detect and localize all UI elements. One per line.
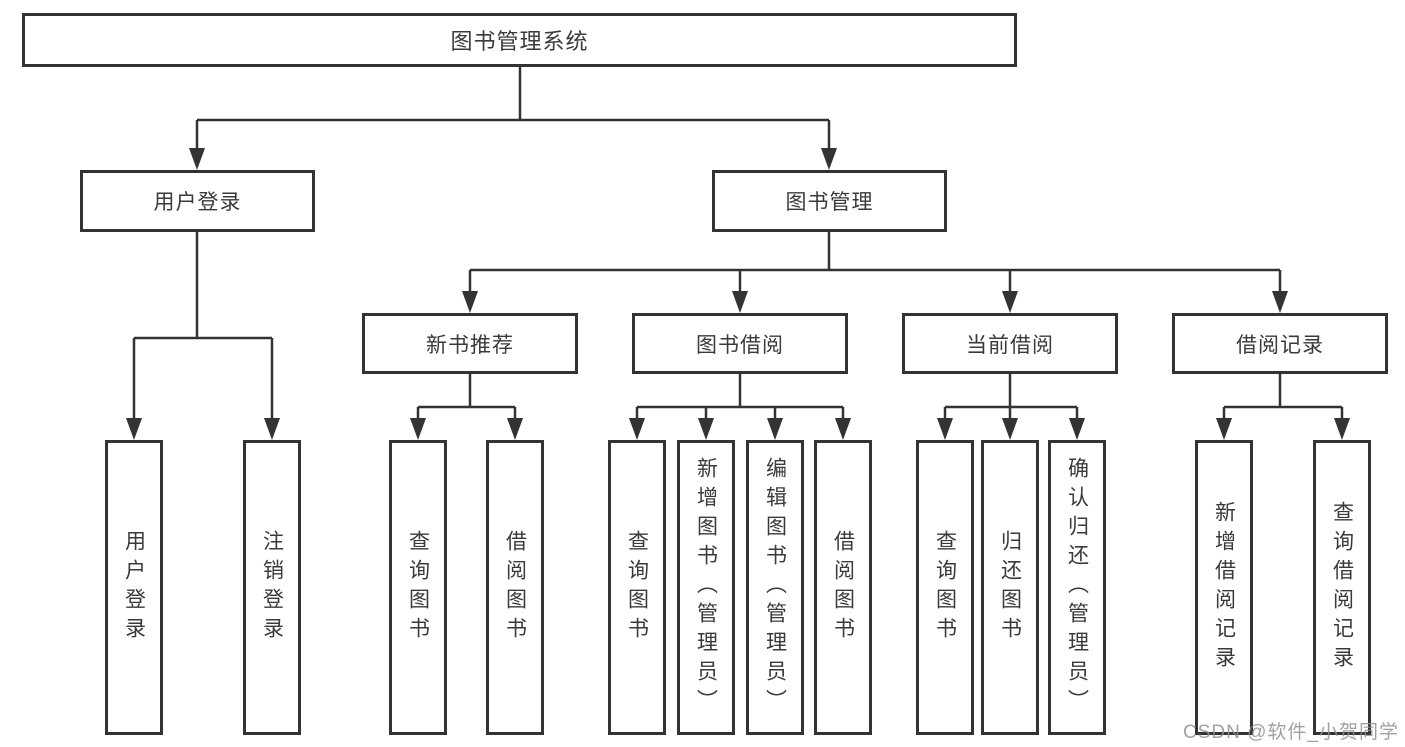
node-leaf-add-record-label: 新增借阅记录: [1212, 500, 1236, 675]
node-new-book-rec: 新书推荐: [362, 313, 578, 374]
node-leaf-query-book-1-label: 查询图书: [406, 529, 430, 646]
node-new-book-rec-label: 新书推荐: [426, 333, 514, 357]
node-leaf-logout: 注销登录: [243, 440, 301, 735]
csdn-watermark: CSDN @软件_小贺同学: [1183, 722, 1399, 743]
connector-root: [195, 67, 831, 150]
node-leaf-query-record: 查询借阅记录: [1313, 440, 1371, 735]
node-leaf-query-book-3: 查询图书: [916, 440, 974, 735]
node-user-login: 用户登录: [80, 170, 315, 232]
node-leaf-add-book-label: 新增图书（管理员）: [694, 457, 718, 718]
node-leaf-user-login-label: 用户登录: [122, 529, 146, 646]
node-leaf-confirm-return-label: 确认归还（管理员）: [1065, 457, 1089, 718]
node-leaf-edit-book-label: 编辑图书（管理员）: [763, 457, 787, 718]
node-root-label: 图书管理系统: [450, 29, 589, 54]
node-leaf-return-book-label: 归还图书: [998, 529, 1022, 646]
node-leaf-borrow-book-2-label: 借阅图书: [831, 529, 855, 646]
connector-user-login: [132, 232, 274, 420]
node-book-borrow: 图书借阅: [632, 313, 848, 374]
node-current-borrow-label: 当前借阅: [966, 333, 1054, 357]
connector-current-borrow: [943, 374, 1079, 420]
node-leaf-confirm-return: 确认归还（管理员）: [1048, 440, 1106, 735]
node-root: 图书管理系统: [22, 13, 1017, 67]
node-leaf-query-book-3-label: 查询图书: [933, 529, 957, 646]
node-borrow-records-label: 借阅记录: [1236, 333, 1324, 357]
connector-book-mgmt: [468, 232, 1282, 293]
node-book-borrow-label: 图书借阅: [696, 333, 784, 357]
node-leaf-borrow-book-1: 借阅图书: [486, 440, 544, 735]
node-leaf-query-book-2-label: 查询图书: [625, 529, 649, 646]
node-leaf-add-record: 新增借阅记录: [1195, 440, 1253, 735]
connector-book-borrow: [635, 374, 845, 420]
connector-borrow-records: [1222, 374, 1344, 420]
node-borrow-records: 借阅记录: [1172, 313, 1388, 374]
node-leaf-query-book-1: 查询图书: [389, 440, 447, 735]
node-leaf-borrow-book-1-label: 借阅图书: [503, 529, 527, 646]
connector-new-book-rec: [416, 374, 517, 420]
node-leaf-return-book: 归还图书: [981, 440, 1039, 735]
node-leaf-query-record-label: 查询借阅记录: [1330, 500, 1354, 675]
node-leaf-user-login: 用户登录: [105, 440, 163, 735]
node-book-mgmt: 图书管理: [712, 170, 947, 232]
node-user-login-label: 用户登录: [153, 191, 242, 214]
node-book-mgmt-label: 图书管理: [785, 191, 874, 214]
node-leaf-logout-label: 注销登录: [260, 529, 284, 646]
node-leaf-add-book: 新增图书（管理员）: [677, 440, 735, 735]
node-current-borrow: 当前借阅: [902, 313, 1118, 374]
node-leaf-edit-book: 编辑图书（管理员）: [746, 440, 804, 735]
node-leaf-borrow-book-2: 借阅图书: [814, 440, 872, 735]
node-leaf-query-book-2: 查询图书: [608, 440, 666, 735]
